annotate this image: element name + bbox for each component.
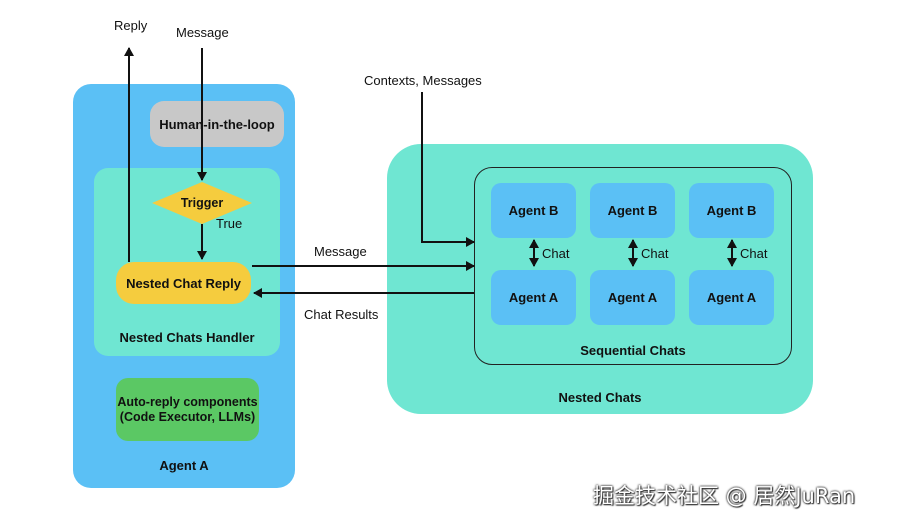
auto-reply-components-label: Auto-reply components (Code Executor, LL… [117, 394, 258, 424]
human-in-the-loop-box: Human-in-the-loop [150, 101, 284, 147]
nested-chat-reply-label: Nested Chat Reply [126, 275, 241, 291]
agent-a-label: Agent A [159, 458, 209, 473]
agent-b-box-1: Agent B [491, 183, 576, 238]
agent-b-box-3: Agent B [689, 183, 774, 238]
agent-b-label: Agent B [607, 203, 658, 218]
human-in-the-loop-label: Human-in-the-loop [159, 116, 275, 132]
agent-b-label: Agent B [706, 203, 757, 218]
nested-chats-label: Nested Chats [558, 390, 642, 405]
trigger-diamond [152, 182, 252, 224]
contexts-messages-label: Contexts, Messages [364, 73, 482, 88]
chat-label-3: Chat [740, 246, 768, 261]
agent-a-box-3: Agent A [689, 270, 774, 325]
message-top-label: Message [176, 25, 229, 40]
agent-a-box-1: Agent A [491, 270, 576, 325]
agent-b-box-2: Agent B [590, 183, 675, 238]
agent-a-label: Agent A [508, 290, 559, 305]
nested-chats-handler-label: Nested Chats Handler [119, 330, 255, 345]
chat-label-2: Chat [641, 246, 669, 261]
auto-reply-components-box: Auto-reply components (Code Executor, LL… [116, 378, 259, 441]
reply-label: Reply [114, 18, 148, 33]
watermark: 掘金技术社区 @ 居然JuRan [593, 484, 856, 508]
sequential-chats-label: Sequential Chats [580, 343, 686, 358]
agent-a-label: Agent A [607, 290, 658, 305]
chat-results-label: Chat Results [304, 307, 379, 322]
agent-a-label: Agent A [706, 290, 757, 305]
true-label: True [216, 216, 243, 231]
trigger-label: Trigger [180, 196, 224, 210]
agent-b-label: Agent B [508, 203, 559, 218]
message-mid-label: Message [314, 244, 367, 259]
nested-chat-reply-box: Nested Chat Reply [116, 262, 251, 304]
chat-label-1: Chat [542, 246, 570, 261]
agent-a-box-2: Agent A [590, 270, 675, 325]
